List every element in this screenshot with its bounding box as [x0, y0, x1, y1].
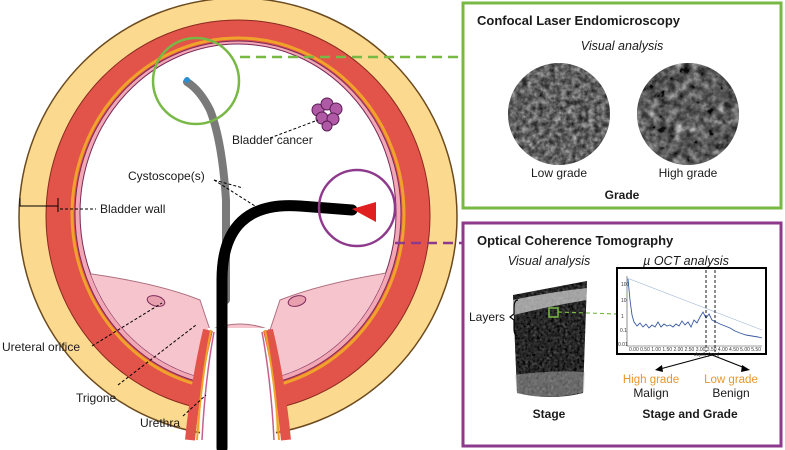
cle-label-low-grade: Low grade [531, 166, 587, 180]
oct-label-malign: Malign [633, 386, 668, 400]
y-tick-0.1: 0.1 [620, 328, 627, 334]
y-tick-100: 100 [621, 282, 630, 288]
y-tick-10: 10 [621, 298, 627, 304]
oct-scan-image [513, 281, 587, 397]
oct-title: Optical Coherence Tomography [477, 233, 674, 248]
label-cystoscopes: Cystoscope(s) [128, 169, 205, 183]
x-axis-label: depth (mm) [694, 352, 720, 358]
oct-label-high-grade: High grade [623, 374, 679, 386]
cle-subtitle: Visual analysis [581, 39, 663, 53]
cle-footer-grade: Grade [605, 188, 640, 202]
oct-label-benign: Benign [712, 386, 749, 400]
ureteral-orifice-right [287, 295, 307, 307]
bladder-wall-bracket [19, 198, 59, 212]
cystoscope-rigid [183, 78, 230, 304]
cle-image-high-grade [637, 63, 739, 165]
oct-zoom-circle [317, 168, 397, 248]
oct-label-low-grade: Low grade [704, 374, 758, 386]
oct-footer-stage-and-grade: Stage and Grade [642, 407, 738, 421]
label-ureteral-orifice: Ureteral orifice [2, 340, 80, 354]
oct-panel: Optical Coherence Tomography Visual anal… [461, 221, 783, 448]
y-tick-1: 1 [621, 314, 624, 320]
bladder: Bladder cancer Cystoscope(s) Bladder wal… [2, 0, 463, 450]
micro-oct-graph: 100 10 1 0.1 0.01 0.00 0.50 1.00 1.50 2.… [616, 267, 767, 358]
y-tick-0.01: 0.01 [618, 342, 628, 348]
micro-oct-curve [627, 278, 763, 339]
bladder-cancer-lesion [311, 97, 343, 132]
cystoscope-tip-blue [184, 77, 190, 83]
label-bladder-cancer: Bladder cancer [232, 133, 313, 147]
cle-image-low-grade [508, 63, 610, 165]
laser-beam [352, 202, 376, 222]
cle-title: Confocal Laser Endomicroscopy [477, 13, 681, 28]
label-trigone: Trigone [76, 391, 117, 405]
x-ticks: 0.00 0.50 1.00 1.50 2.00 2.50 3.00 3.50 … [629, 347, 761, 353]
oct-roi-connector [557, 311, 618, 315]
cle-label-high-grade: High grade [659, 166, 718, 180]
cle-zoom-circle [151, 36, 241, 126]
arrow-benign [711, 354, 746, 369]
oct-micro-subtitle: µ OCT analysis [643, 254, 729, 268]
cystoscope-flexible [216, 200, 358, 450]
cle-panel: Confocal Laser Endomicroscopy Visual ana… [461, 1, 783, 210]
arrow-malign [659, 354, 713, 370]
layers-bracket [509, 299, 519, 337]
label-bladder-wall: Bladder wall [100, 202, 165, 216]
micro-oct-graph-frame [616, 267, 767, 355]
oct-label-layers: Layers [469, 310, 505, 324]
label-urethra: Urethra [140, 416, 180, 430]
oct-visual-subtitle: Visual analysis [508, 254, 590, 268]
oct-footer-stage: Stage [533, 407, 566, 421]
